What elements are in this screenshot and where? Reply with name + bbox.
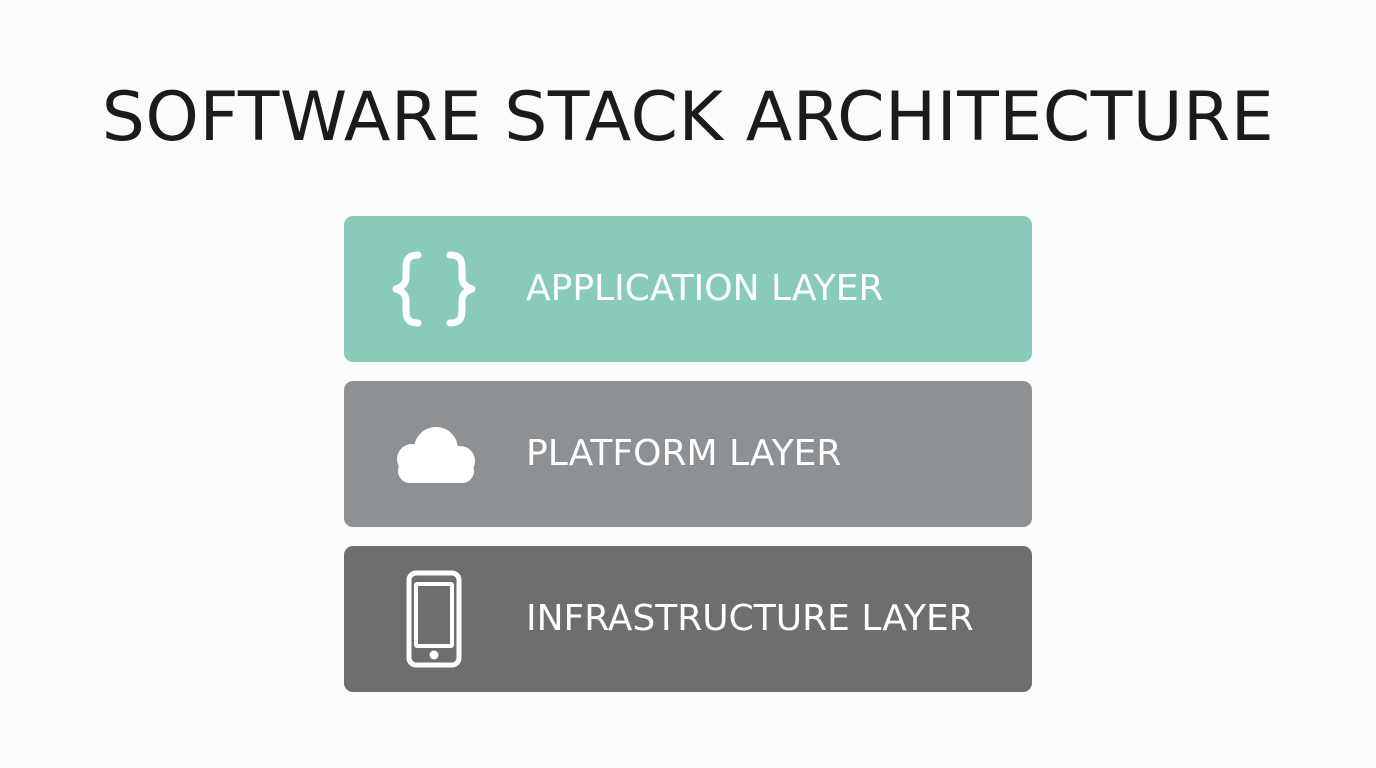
infrastructure-layer-label: INFRASTRUCTURE LAYER bbox=[526, 598, 974, 639]
platform-layer: PLATFORM LAYER bbox=[344, 381, 1032, 527]
application-layer: APPLICATION LAYER bbox=[344, 216, 1032, 362]
application-layer-label: APPLICATION LAYER bbox=[526, 268, 884, 309]
cloud-icon bbox=[384, 381, 484, 527]
platform-layer-label: PLATFORM LAYER bbox=[526, 433, 842, 474]
layer-stack: APPLICATION LAYER PLATFORM LAYER INFRAST… bbox=[344, 216, 1032, 692]
code-braces-icon bbox=[384, 216, 484, 362]
smartphone-icon bbox=[384, 546, 484, 692]
page-title: SOFTWARE STACK ARCHITECTURE bbox=[101, 78, 1275, 157]
infrastructure-layer: INFRASTRUCTURE LAYER bbox=[344, 546, 1032, 692]
